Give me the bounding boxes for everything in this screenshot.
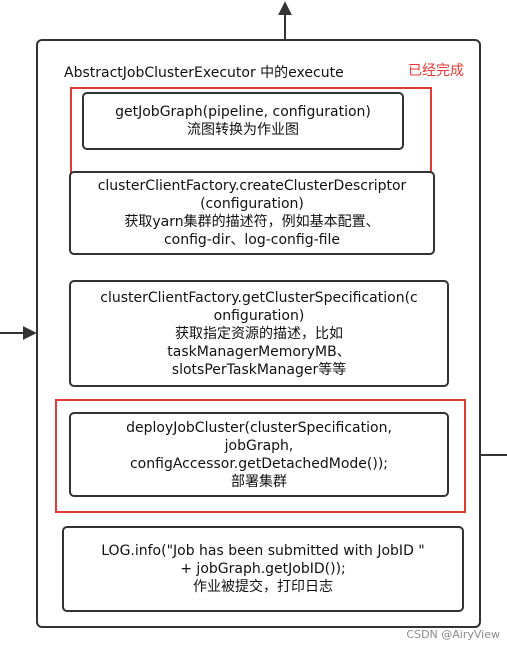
status-label: 已经完成 (408, 63, 464, 79)
step-line: LOG.info("Job has been submitted with Jo… (101, 543, 425, 559)
step-line: 获取yarn集群的描述符，例如基本配置、 (124, 214, 380, 230)
step-line: clusterClientFactory.getClusterSpecifica… (100, 289, 418, 306)
step-line: 流图转换为作业图 (187, 122, 299, 138)
step-line: taskManagerMemoryMB、 (167, 343, 351, 360)
step-line: config-dir、log-config-file (163, 232, 341, 248)
step-line: deployJobCluster(clusterSpecification, (126, 419, 392, 436)
step-line: (configuration) (200, 196, 304, 212)
step-line: slotsPerTaskManager等等 (171, 361, 347, 378)
step-get-job-graph: getJobGraph(pipeline, configuration) 流图转… (82, 92, 404, 150)
step-line: onfiguration) (213, 307, 305, 324)
watermark: CSDN @AiryView (406, 628, 500, 641)
step-line: configAccessor.getDetachedMode()); (129, 455, 389, 472)
step-line: 部署集群 (231, 473, 287, 490)
step-line: + jobGraph.getJobID()); (180, 561, 346, 577)
step-deploy-job-cluster: deployJobCluster(clusterSpecification, j… (69, 412, 449, 497)
step-get-cluster-specification: clusterClientFactory.getClusterSpecifica… (69, 280, 449, 387)
step-line: clusterClientFactory.createClusterDescri… (97, 178, 407, 194)
step-line: jobGraph, (224, 437, 294, 454)
step-log-info: LOG.info("Job has been submitted with Jo… (62, 526, 464, 612)
highlight-frame-deploy-job-cluster (55, 399, 466, 513)
step-line: getJobGraph(pipeline, configuration) (115, 104, 371, 120)
step-line: 作业被提交，打印日志 (193, 579, 333, 595)
step-create-cluster-descriptor: clusterClientFactory.createClusterDescri… (69, 171, 435, 255)
container-title: AbstractJobClusterExecutor 中的execute (64, 65, 344, 81)
step-line: 获取指定资源的描述，比如 (175, 325, 343, 342)
